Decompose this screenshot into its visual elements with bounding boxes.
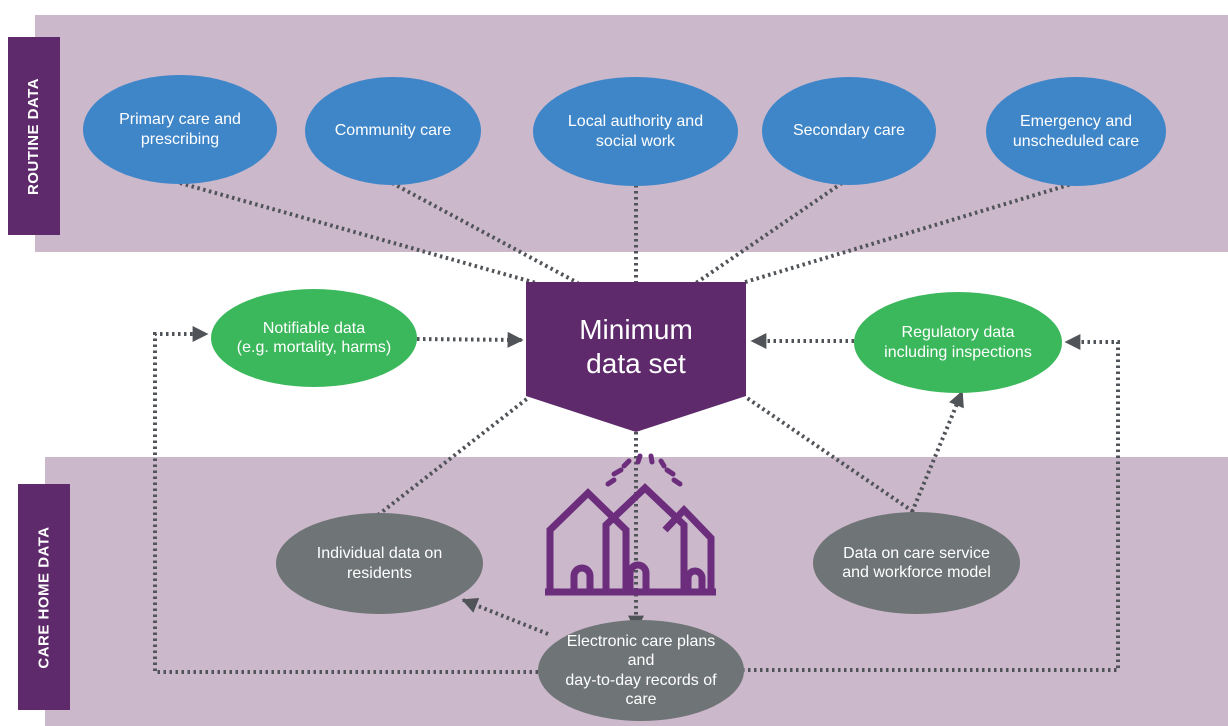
loop-care-plans-to-notifiable [153, 326, 538, 674]
loop-care-plans-to-regulatory [742, 334, 1120, 672]
care-home-data-label: CARE HOME DATA [18, 484, 70, 710]
arrow-care-plans-to-individual [461, 597, 549, 636]
minimum-data-set-label: Minimum data set [579, 314, 693, 379]
individual-data-label: Individual data on residents [316, 545, 443, 582]
routine-data-label: ROUTINE DATA [8, 37, 60, 235]
regulatory-data-node: Regulatory data including inspections [854, 292, 1062, 393]
individual-data-node: Individual data on residents [276, 513, 483, 614]
regulatory-data-label: Regulatory data including inspections [884, 324, 1032, 361]
minimum-data-set-shape [526, 282, 746, 432]
connector-primary-care [179, 181, 537, 285]
community-care-label: Community care [334, 122, 452, 140]
connector-community-care [391, 181, 579, 285]
care-plans-node: Electronic care plans and day-to-day rec… [538, 620, 744, 721]
primary-care-label: Primary care and prescribing [119, 111, 241, 148]
arrow-notifiable-to-mds [416, 331, 524, 348]
notifiable-data-node: Notifiable data (e.g. mortality, harms) [211, 289, 417, 387]
care-plans-label: Electronic care plans and day-to-day rec… [565, 633, 717, 708]
connector-individual-to-mds [376, 396, 530, 517]
workforce-data-label: Data on care service and workforce model [842, 544, 991, 581]
community-care-node: Community care [305, 77, 481, 185]
connector-workforce-to-mds [745, 396, 920, 517]
workforce-data-node: Data on care service and workforce model [813, 512, 1020, 614]
secondary-care-node: Secondary care [762, 77, 936, 185]
secondary-care-label: Secondary care [792, 122, 906, 140]
primary-care-node: Primary care and prescribing [83, 75, 277, 184]
local-authority-label: Local authority and social work [567, 113, 704, 150]
connector-emergency-care [741, 181, 1076, 285]
local-authority-node: Local authority and social work [533, 77, 738, 186]
connector-secondary-care [694, 181, 844, 285]
arrow-workforce-to-regulatory [910, 390, 964, 513]
notifiable-data-label: Notifiable data (e.g. mortality, harms) [236, 319, 392, 356]
emergency-care-label: Emergency and unscheduled care [1012, 113, 1140, 150]
emergency-care-node: Emergency and unscheduled care [986, 77, 1166, 186]
care-homes-icon [545, 453, 716, 596]
